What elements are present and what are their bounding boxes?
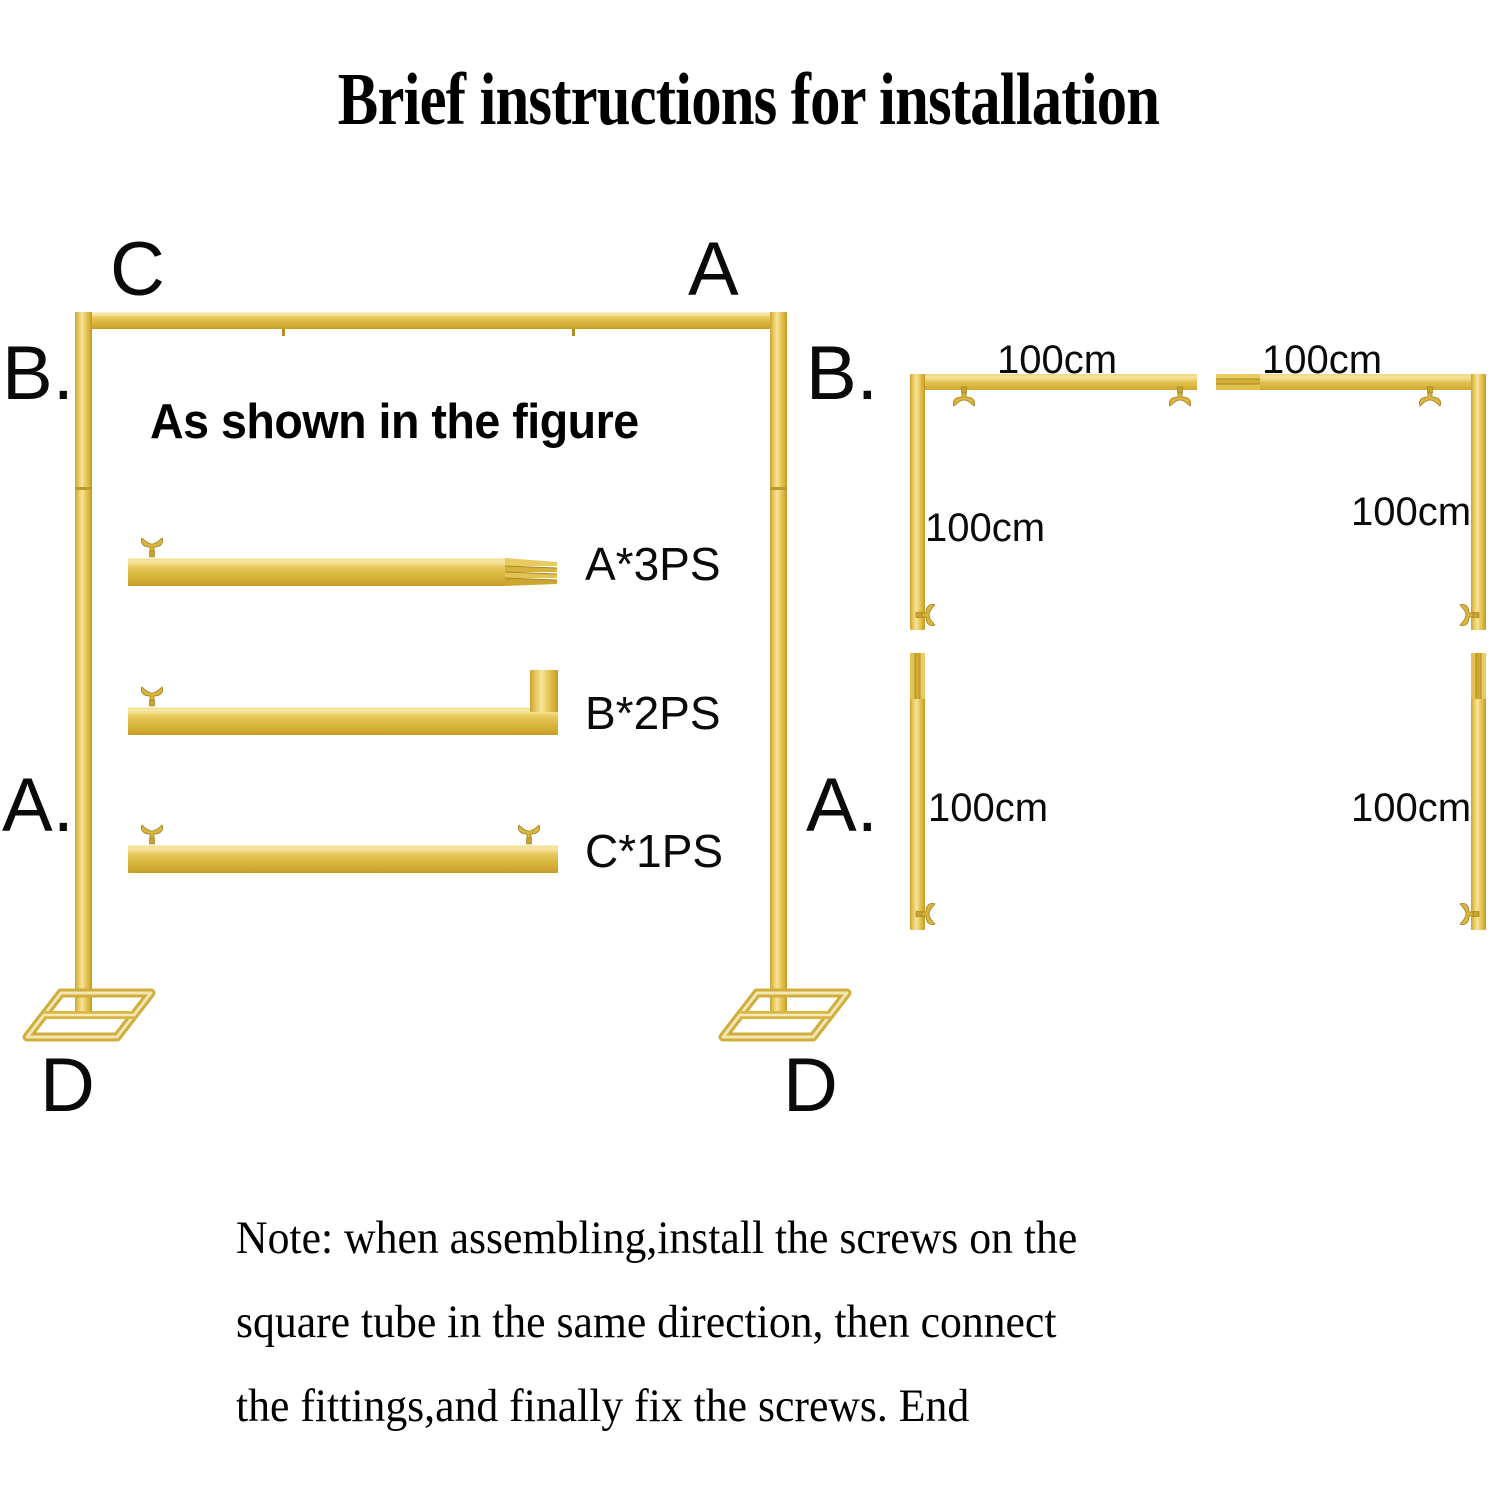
part-b-tube-horizontal	[128, 707, 558, 735]
frame-left-post	[75, 312, 92, 1012]
part-a-tube	[128, 558, 506, 586]
dim-a-post-right: 100cm	[1351, 786, 1472, 830]
dim-b-top-left: 100cm	[997, 338, 1118, 382]
b-top-rail-left	[945, 374, 1197, 390]
label-A-left: A.	[2, 763, 74, 848]
wing-screw-icon	[516, 823, 542, 845]
b-top-rail-right	[1216, 374, 1452, 390]
note-line-3: the fittings,and finally fix the screws.…	[236, 1380, 970, 1432]
part-b-tube-vertical	[530, 670, 558, 712]
screw-tick-icon	[282, 329, 285, 336]
wing-screw-icon	[1167, 386, 1193, 408]
assembly-note: Note: when assembling,install the screws…	[236, 1196, 1208, 1448]
dim-a-post-left: 100cm	[928, 786, 1049, 830]
b-right-post	[1471, 374, 1486, 630]
page-title: Brief instructions for installation	[337, 59, 1160, 141]
post-joint-tick	[770, 487, 787, 490]
label-C-top-left: C	[110, 227, 165, 312]
b-left-post	[910, 374, 925, 630]
post-joint-tick	[75, 487, 92, 490]
label-D-right-foot: D	[783, 1043, 838, 1128]
part-b-label: B*2PS	[585, 687, 721, 739]
wing-screw-icon	[1458, 602, 1480, 628]
section-label-b: B.	[806, 331, 878, 416]
wing-screw-icon	[1417, 386, 1443, 408]
part-c-label: C*1PS	[585, 825, 724, 877]
note-line-2: square tube in the same direction, then …	[236, 1296, 1057, 1348]
dim-b-top-right: 100cm	[1262, 338, 1383, 382]
wing-screw-icon	[951, 386, 977, 408]
part-a-label: A*3PS	[585, 538, 721, 590]
a-right-post-grooved-top	[1469, 653, 1488, 699]
label-B-left: B.	[2, 331, 74, 416]
wing-screw-icon	[139, 823, 165, 845]
wing-screw-icon	[915, 901, 937, 927]
a-right-post	[1471, 655, 1486, 930]
foot-base-right	[710, 975, 860, 1075]
section-label-a: A.	[806, 763, 878, 848]
label-B-right: B.	[806, 331, 878, 416]
screw-tick-icon	[572, 329, 575, 336]
label-A-top-right: A	[688, 227, 739, 312]
frame-top-rail	[75, 312, 787, 329]
dim-b-side-left: 100cm	[925, 506, 1046, 550]
note-line-1: Note: when assembling,install the screws…	[236, 1212, 1078, 1264]
b-top-rail-right-grooved-end	[1216, 372, 1260, 392]
part-a-grooved-end	[504, 556, 558, 588]
a-left-post-grooved-top	[908, 653, 927, 699]
wing-screw-icon	[139, 536, 165, 558]
foot-base-left	[14, 975, 164, 1075]
wing-screw-icon	[139, 685, 165, 707]
wing-screw-icon	[915, 602, 937, 628]
label-D-left-foot: D	[40, 1043, 95, 1128]
wing-screw-icon	[1458, 901, 1480, 927]
part-c-tube	[128, 845, 558, 873]
dim-b-side-right: 100cm	[1351, 490, 1472, 534]
a-left-post	[910, 655, 925, 930]
figure-caption: As shown in the figure	[150, 395, 639, 449]
frame-right-post	[770, 312, 787, 1012]
